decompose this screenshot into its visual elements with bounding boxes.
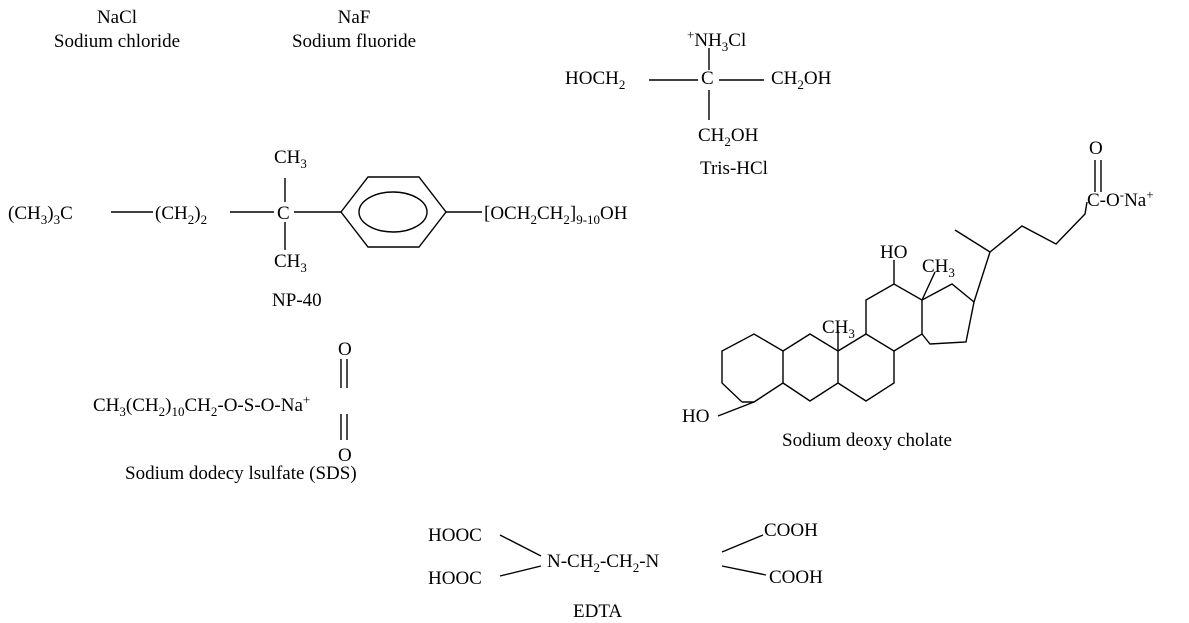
edta-bond-top-right (721, 534, 764, 553)
sds-oxygen-top: O (338, 339, 352, 360)
np40-polyether-chain: [OCH2CH2]9-10OH (484, 203, 628, 227)
deoxycholate-side-chain (954, 201, 1088, 303)
sodium-deoxycholate-structure: HO CH3 CH3 HO O C-O-Na+ Sodium deoxy cho… (682, 138, 1154, 451)
sds-oxygen-bottom: O (338, 445, 352, 466)
benzene-ring (340, 176, 447, 248)
edta-bond-bottom-left (499, 565, 542, 577)
np40-structure: (CH3)3C (CH2)2 C CH3 CH3 [OCH2CH2]9-10OH… (8, 147, 628, 311)
sodium-chloride: NaCl Sodium chloride (54, 7, 180, 52)
steroid-ring-b-left (782, 333, 839, 402)
deoxycholate-oh-top: HO (880, 242, 907, 263)
naf-name: Sodium fluoride (292, 31, 416, 52)
bond-c3-oh (717, 401, 755, 417)
sodium-fluoride: NaF Sodium fluoride (292, 7, 416, 52)
sds-name: Sodium dodecy lsulfate (SDS) (125, 463, 357, 484)
benzene-ring-aromatic-circle (358, 191, 428, 233)
edta-hooc-top: HOOC (428, 525, 482, 546)
edta-name: EDTA (573, 601, 622, 622)
tris-amine-group: +NH3Cl (687, 27, 746, 54)
np40-name: NP-40 (272, 290, 322, 311)
steroid-ring-b (837, 333, 895, 402)
edta-cooh-top: COOH (764, 520, 818, 541)
edta-backbone: N-CH2-CH2-N (547, 551, 660, 575)
edta-bond-top-left (499, 534, 542, 557)
steroid-ring-d (921, 283, 975, 345)
tris-hcl-structure: +NH3Cl HOCH2 C CH2OH CH2OH Tris-HCl (565, 27, 832, 179)
tris-name: Tris-HCl (700, 158, 768, 179)
sds-structure: O CH3(CH2)10CH2-O-S-O-Na+ O Sodium dodec… (93, 339, 357, 484)
nacl-formula: NaCl (97, 7, 137, 28)
bond-c18-methyl (921, 271, 936, 301)
deoxycholate-carboxylate: C-O-Na+ (1087, 187, 1154, 211)
deoxycholate-carbonyl-oxygen: O (1089, 138, 1103, 159)
edta-cooh-bottom: COOH (769, 567, 823, 588)
sds-formula: CH3(CH2)10CH2-O-S-O-Na+ (93, 392, 310, 419)
edta-bond-bottom-right (721, 565, 767, 576)
nacl-name: Sodium chloride (54, 31, 180, 52)
deoxycholate-oh-bottom: HO (682, 406, 709, 427)
deoxycholate-methyl-18: CH3 (922, 256, 955, 280)
edta-hooc-bottom: HOOC (428, 568, 482, 589)
steroid-ring-a (721, 333, 784, 403)
np40-center-carbon: C (277, 203, 290, 224)
steroid-ring-c (865, 283, 923, 352)
tris-left-group: HOCH2 (565, 68, 625, 92)
tris-bottom-group: CH2OH (698, 125, 759, 149)
np40-methyl-top: CH3 (274, 147, 307, 171)
deoxycholate-name: Sodium deoxy cholate (782, 430, 952, 451)
np40-tert-butyl: (CH3)3C (8, 203, 73, 227)
np40-methylene-chain: (CH2)2 (155, 203, 207, 227)
tris-center-carbon: C (701, 68, 714, 89)
tris-right-group: CH2OH (771, 68, 832, 92)
deoxycholate-methyl-19: CH3 (822, 317, 855, 341)
naf-formula: NaF (338, 7, 371, 28)
edta-structure: HOOC HOOC N-CH2-CH2-N COOH COOH EDTA (428, 520, 823, 622)
np40-methyl-bottom: CH3 (274, 251, 307, 275)
